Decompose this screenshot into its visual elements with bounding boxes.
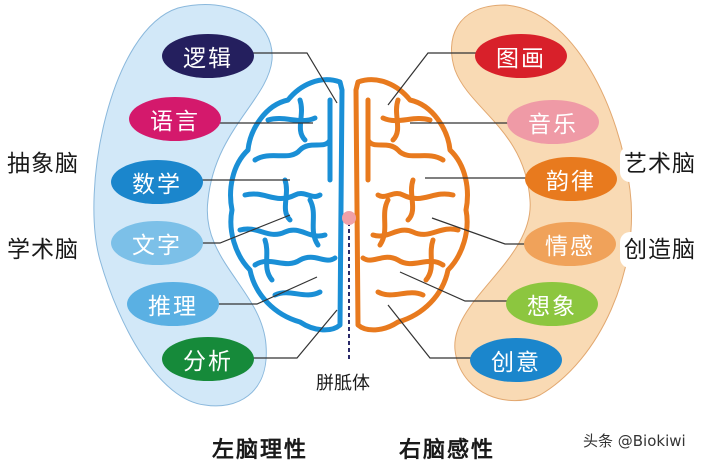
group-label-art-brain: 艺术脑: [620, 146, 700, 182]
function-pill-imagination: 想象: [506, 282, 598, 326]
function-pill-math: 数学: [111, 160, 203, 204]
right-leader-lines: [387, 52, 528, 359]
function-pill-creativity: 创意: [470, 338, 562, 382]
function-pill-writing: 文字: [111, 221, 203, 265]
function-pill-language: 语言: [129, 97, 221, 141]
left-brain-caption: 左脑理性: [212, 438, 309, 463]
group-label-creative-brain: 创造脑: [620, 232, 700, 268]
right-brain-icon: [353, 77, 470, 333]
function-pill-reasoning: 推理: [127, 282, 219, 326]
corpus-callosum-marker: [342, 211, 356, 225]
group-label-abstract-brain: 抽象脑: [3, 146, 83, 182]
function-pill-logic: 逻辑: [162, 34, 254, 78]
left-leader-lines: [202, 52, 338, 359]
right-brain-caption: 右脑感性: [399, 438, 496, 463]
function-pill-emotion: 情感: [524, 222, 616, 266]
left-brain-icon: [228, 77, 345, 333]
corpus-callosum-label: 胼胝体: [316, 373, 370, 394]
group-label-academic-brain: 学术脑: [3, 232, 83, 268]
watermark: 头条 @Biokiwi: [583, 432, 686, 450]
function-pill-drawing: 图画: [475, 34, 567, 78]
function-pill-analysis: 分析: [162, 337, 254, 381]
function-pill-music: 音乐: [507, 100, 599, 144]
function-pill-rhythm: 韵律: [525, 157, 617, 201]
